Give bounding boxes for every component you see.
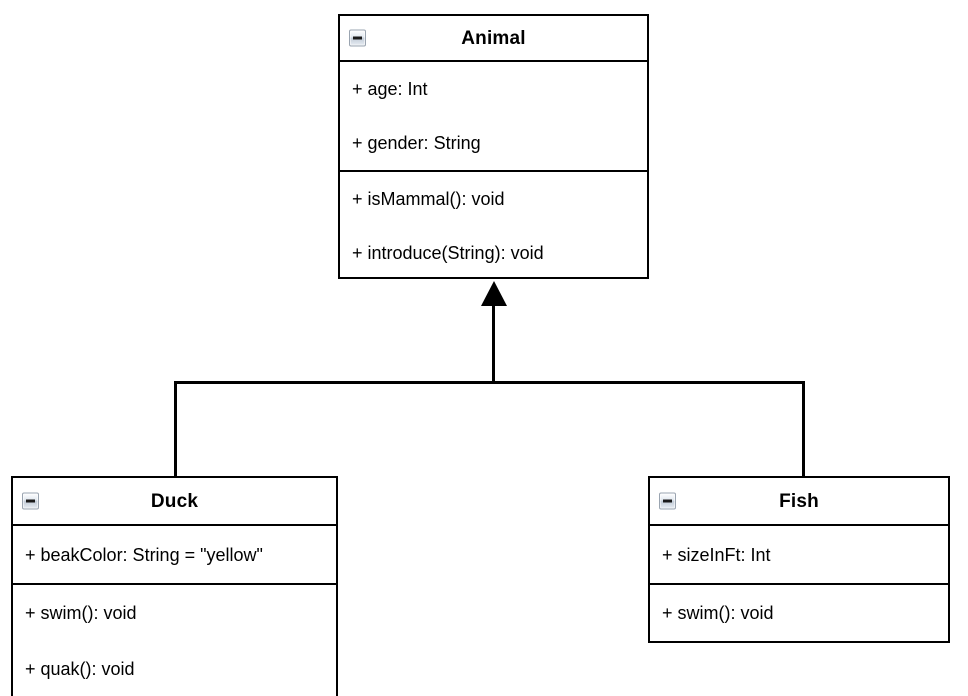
class-box-animal[interactable]: Animal + age: Int + gender: String + isM… <box>338 14 649 279</box>
connector-vertical-to-fish <box>802 381 805 477</box>
connector-vertical-to-duck <box>174 381 177 477</box>
method-row: + swim(): void <box>662 603 774 623</box>
class-box-fish[interactable]: Fish + sizeInFt: Int + swim(): void <box>648 476 950 643</box>
class-name-duck: Duck <box>150 490 199 512</box>
attribute-row: + age: Int <box>352 79 428 99</box>
minus-icon-bar <box>663 499 672 503</box>
generalization-arrowhead <box>481 281 507 306</box>
connector-vertical-to-animal <box>492 305 495 384</box>
minus-icon[interactable] <box>22 492 39 510</box>
attributes-section-animal: + age: Int + gender: String <box>340 62 647 170</box>
minus-icon[interactable] <box>659 492 676 510</box>
class-box-duck[interactable]: Duck + beakColor: String = "yellow" + sw… <box>11 476 338 696</box>
attribute-row: + gender: String <box>352 133 481 153</box>
method-row: + swim(): void <box>25 603 137 623</box>
class-name-fish: Fish <box>779 490 819 512</box>
method-row: + isMammal(): void <box>352 189 505 209</box>
class-title-bar-animal: Animal <box>340 16 647 62</box>
methods-section-fish: + swim(): void <box>650 583 948 641</box>
attributes-section-fish: + sizeInFt: Int <box>650 526 948 583</box>
methods-section-animal: + isMammal(): void + introduce(String): … <box>340 170 647 277</box>
class-title-bar-duck: Duck <box>13 478 336 526</box>
minus-icon-bar <box>353 36 362 40</box>
method-row: + quak(): void <box>25 659 135 679</box>
methods-section-duck: + swim(): void + quak(): void <box>13 583 336 696</box>
attribute-row: + beakColor: String = "yellow" <box>25 544 263 565</box>
method-row: + introduce(String): void <box>352 242 544 263</box>
minus-icon-bar <box>26 499 35 503</box>
connector-horizontal-bus <box>174 381 805 384</box>
class-title-bar-fish: Fish <box>650 478 948 526</box>
attribute-row: + sizeInFt: Int <box>662 544 771 565</box>
minus-icon[interactable] <box>349 29 366 47</box>
attributes-section-duck: + beakColor: String = "yellow" <box>13 526 336 583</box>
class-name-animal: Animal <box>461 27 526 49</box>
